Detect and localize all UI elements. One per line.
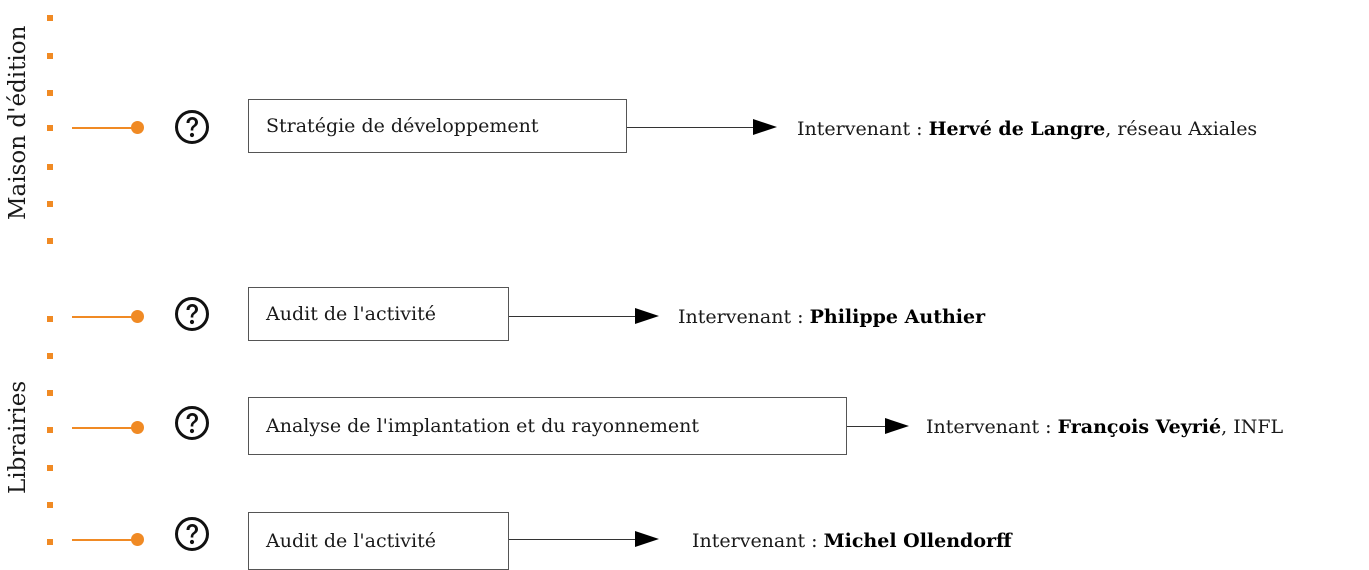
arrow-line: [847, 425, 887, 427]
orange-square-marker: [47, 90, 53, 96]
connector-line: [72, 539, 136, 541]
speaker-name: Philippe Authier: [809, 306, 986, 328]
section-label-librairies: Librairies: [5, 380, 31, 494]
arrow-connector: [627, 119, 777, 135]
orange-square-marker: [47, 427, 53, 433]
arrow-line: [509, 315, 637, 317]
arrow-connector: [509, 308, 659, 324]
section-label-maison-edition: Maison d'édition: [5, 25, 31, 220]
speaker-name: François Veyrié: [1057, 416, 1222, 438]
arrow-line: [627, 126, 755, 128]
connector-dot: [131, 421, 144, 434]
orange-square-marker: [47, 15, 53, 21]
arrow-connector: [509, 531, 659, 547]
orange-square-marker: [47, 390, 53, 396]
speaker-info: Intervenant : François Veyrié, INFL: [926, 415, 1283, 439]
speaker-prefix: Intervenant :: [926, 416, 1058, 438]
speaker-prefix: Intervenant :: [678, 306, 810, 328]
speaker-info: Intervenant : Hervé de Langre, réseau Ax…: [797, 117, 1257, 141]
orange-square-marker: [47, 125, 53, 131]
question-mark-circle-icon: [175, 110, 209, 144]
question-mark-circle-icon: [175, 297, 209, 331]
arrow-head: [635, 531, 659, 547]
connector-line: [72, 427, 136, 429]
connector-dot: [131, 533, 144, 546]
orange-square-marker: [47, 238, 53, 244]
arrow-head: [885, 418, 909, 434]
speaker-affiliation: , INFL: [1221, 416, 1284, 438]
arrow-connector: [847, 418, 909, 434]
arrow-head: [635, 308, 659, 324]
question-mark-circle-icon: [175, 517, 209, 551]
connector-dot: [131, 121, 144, 134]
orange-square-marker: [47, 353, 53, 359]
speaker-prefix: Intervenant :: [692, 530, 824, 552]
speaker-affiliation: , réseau Axiales: [1105, 118, 1258, 140]
speaker-name: Hervé de Langre: [928, 118, 1106, 140]
topic-box: Audit de l'activité: [248, 512, 509, 570]
question-mark-circle-icon: [175, 406, 209, 440]
orange-square-marker: [47, 164, 53, 170]
orange-square-marker: [47, 539, 53, 545]
orange-square-marker: [47, 316, 53, 322]
connector-line: [72, 127, 136, 129]
speaker-info: Intervenant : Michel Ollendorff: [692, 529, 1012, 553]
orange-square-marker: [47, 465, 53, 471]
orange-square-marker: [47, 53, 53, 59]
arrow-line: [509, 538, 637, 540]
connector-line: [72, 316, 136, 318]
speaker-prefix: Intervenant :: [797, 118, 929, 140]
speaker-info: Intervenant : Philippe Authier: [678, 305, 985, 329]
topic-box: Analyse de l'implantation et du rayonnem…: [248, 397, 847, 455]
topic-box: Audit de l'activité: [248, 287, 509, 341]
connector-dot: [131, 310, 144, 323]
speaker-name: Michel Ollendorff: [823, 530, 1012, 552]
orange-square-marker: [47, 201, 53, 207]
topic-box: Stratégie de développement: [248, 99, 627, 153]
orange-square-marker: [47, 502, 53, 508]
arrow-head: [753, 119, 777, 135]
